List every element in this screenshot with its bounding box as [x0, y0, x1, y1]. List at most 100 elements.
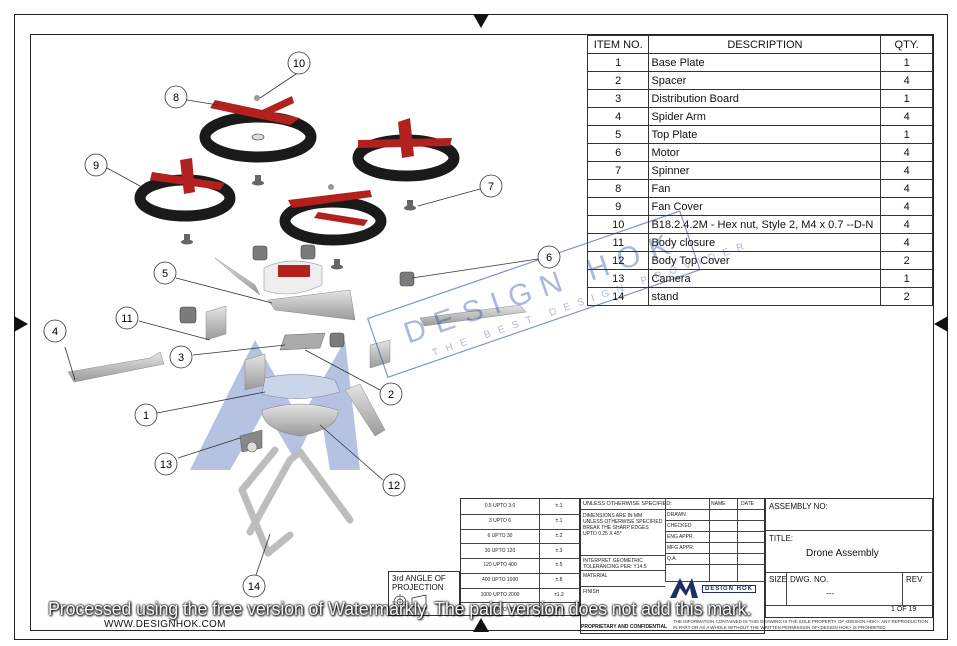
bom-description: Spider Arm [648, 107, 882, 126]
bom-quantity: 4 [880, 197, 933, 216]
bom-item-number: 13 [586, 269, 650, 288]
bom-header-description: DESCRIPTION [648, 35, 882, 54]
drawing-title: Drone Assembly [806, 548, 879, 559]
date-header: DATE [741, 501, 754, 507]
name-header: NAME [711, 501, 726, 507]
svg-text:8: 8 [173, 92, 179, 104]
sheet-number: 1 OF 19 [891, 606, 917, 613]
svg-text:3: 3 [178, 352, 184, 364]
svg-text:6: 6 [546, 252, 552, 264]
ownership-notice: THE INFORMATION CONTAINED IN THIS DRAWIN… [673, 619, 929, 630]
tolerance-range: 400 UPTO 1000 [481, 577, 519, 584]
bom-description: Fan [648, 179, 882, 198]
balloon-1: 1 [134, 403, 158, 427]
tolerance-range: 30 UPTO 120 [484, 547, 516, 554]
tolerance-range: 6 UPTO 30 [487, 532, 513, 539]
tolerance-range: 3 UPTO 6 [488, 518, 512, 525]
tolerance-row-divider [461, 528, 581, 530]
item-balloons: 10 8 9 7 6 5 11 4 3 2 1 13 12 14 [43, 51, 561, 598]
svg-text:11: 11 [121, 313, 132, 325]
bom-item-number: 5 [586, 125, 650, 144]
eng-appr-label: ENG APPR. [667, 534, 694, 540]
bom-quantity: 2 [880, 287, 933, 306]
bom-header-qty: QTY. [880, 35, 933, 54]
balloon-6: 6 [537, 245, 561, 269]
bom-description: Spinner [648, 161, 882, 180]
bom-description: Distribution Board [648, 89, 882, 108]
bom-description: Body Top Cover [648, 251, 882, 270]
bom-item-number: 8 [586, 179, 650, 198]
bom-item-number: 4 [586, 107, 650, 126]
tolerance-range: 1000 UPTO 2000 [480, 591, 520, 598]
svg-text:5: 5 [162, 268, 168, 280]
svg-text:1: 1 [143, 410, 149, 422]
fan-assembly-right [352, 118, 460, 182]
rev-label: REV [906, 575, 923, 584]
balloon-14: 14 [242, 574, 266, 598]
bom-item-number: 9 [586, 197, 650, 216]
bom-header-item: ITEM NO. [586, 35, 650, 54]
tolerance-row-divider [461, 572, 581, 574]
projection-box: 3rd ANGLE OF PROJECTION [388, 571, 460, 616]
bom-quantity: 4 [880, 71, 933, 90]
tolerance-value: ±.2 [555, 532, 563, 539]
unless-specified-label: UNLESS OTHERWISE SPECIFIED: [583, 501, 672, 507]
tolerance-row-divider [461, 513, 581, 515]
tolerance-value: ±.3 [555, 547, 563, 554]
checked-label: CHECKED [667, 523, 692, 529]
size-label: SIZE [769, 575, 787, 584]
bom-item-number: 11 [586, 233, 650, 252]
svg-text:10: 10 [293, 58, 305, 70]
website-url[interactable]: WWW.DESIGNHOK.COM [104, 619, 226, 630]
dimensions-note: DIMENSIONS ARE IN MM UNLESS OTHERWISE SP… [583, 513, 663, 537]
bom-item-number: 6 [586, 143, 650, 162]
bom-item-number: 3 [586, 89, 650, 108]
motor-parts [179, 244, 415, 348]
bom-item-number: 10 [586, 215, 650, 234]
bom-item-number: 1 [586, 53, 650, 72]
bom-quantity: 4 [880, 215, 933, 234]
distribution-board [279, 332, 326, 351]
bom-description: Spacer [648, 71, 882, 90]
tolerance-row-divider [461, 602, 581, 604]
finish-label: FINISH [583, 589, 600, 595]
gdt-note: INTERPRET GEOMETRIC TOLERANCING PER: Y14… [583, 558, 647, 570]
bom-header-row: ITEM NO. DESCRIPTION QTY. [586, 35, 933, 54]
bom-quantity: 4 [880, 179, 933, 198]
balloon-7: 7 [479, 174, 503, 198]
svg-text:9: 9 [93, 160, 99, 172]
bom-quantity: 1 [880, 269, 933, 288]
spinner-parts [181, 95, 416, 270]
top-plate [214, 257, 356, 321]
approval-block: UNLESS OTHERWISE SPECIFIED: NAME DATE DI… [580, 498, 766, 634]
projection-line2: PROJECTION [392, 583, 444, 592]
balloon-11: 11 [115, 306, 139, 330]
bom-item-number: 14 [586, 287, 650, 306]
tolerance-value: ±1.2 [554, 591, 564, 598]
bom-quantity: 4 [880, 161, 933, 180]
svg-text:4: 4 [52, 326, 58, 338]
balloon-5: 5 [153, 261, 177, 285]
svg-text:14: 14 [248, 581, 260, 593]
title-block: ASSEMBLY NO: TITLE: Drone Assembly SIZE … [765, 498, 934, 618]
tolerance-value: ±.5 [555, 562, 563, 569]
svg-text:7: 7 [488, 181, 494, 193]
watermark-logo-mark [190, 340, 360, 470]
center-mark-right [934, 316, 948, 332]
fan-assembly-left [134, 158, 236, 222]
dwg-no-label: DWG. NO. [790, 575, 829, 584]
tolerance-value: ±.1 [555, 518, 563, 525]
balloon-8: 8 [164, 85, 188, 109]
watermarkly-notice: Processed using the free version of Wate… [48, 599, 752, 619]
title-label: TITLE: [769, 534, 794, 543]
bom-description: Fan Cover [648, 197, 882, 216]
projection-symbol-icon [392, 594, 427, 610]
